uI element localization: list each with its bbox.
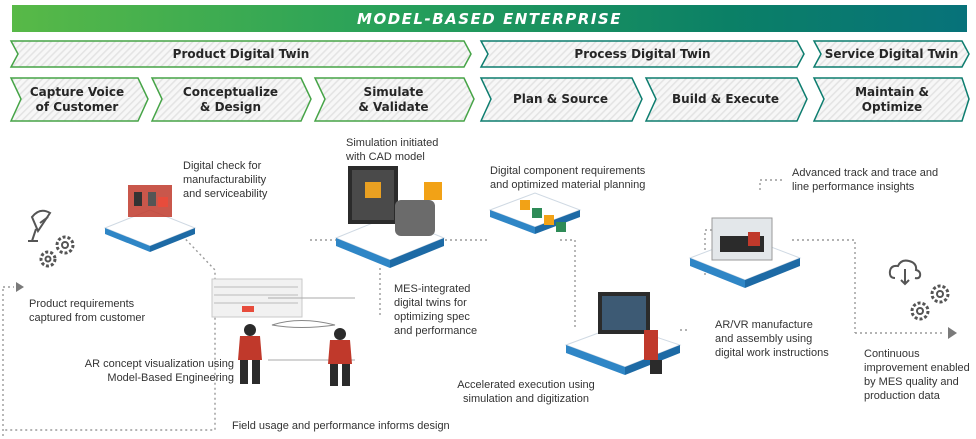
note-mes-line2: digital twins for: [394, 297, 467, 309]
platform-plan: [488, 192, 582, 234]
note-simulation-line1: Simulation initiated: [346, 137, 439, 149]
note-continuous-line3: by MES quality and: [864, 376, 959, 388]
note-product-req: Product requirements captured from custo…: [29, 297, 169, 325]
gear-icon: [39, 250, 57, 268]
stage-build-chevron: [644, 77, 808, 122]
stage-conceptualize-label: Conceptualize & Design: [160, 78, 301, 121]
flow-arrow-left: [16, 282, 24, 292]
note-arvr-line3: digital work instructions: [715, 347, 829, 359]
banner-title: MODEL-BASED ENTERPRISE: [357, 9, 622, 28]
note-digital-check-line2: manufacturability: [183, 174, 267, 186]
stage-simulate-chevron: [313, 77, 475, 122]
note-simulation: Simulation initiated with CAD model: [346, 136, 466, 164]
chevron-backgrounds: [9, 40, 970, 122]
stage-plan-label: Plan & Source: [513, 92, 608, 106]
stage-simulate-label: Simulate & Validate: [323, 78, 464, 121]
note-mes-line4: and performance: [394, 325, 478, 337]
stage-build-label: Build & Execute: [672, 92, 779, 106]
note-component-line1: Digital component requirements: [490, 165, 646, 177]
note-mes-line1: MES-integrated: [394, 283, 471, 295]
banner: MODEL-BASED ENTERPRISE: [12, 5, 967, 32]
ar-concept-illustration: [211, 278, 355, 386]
note-product-req-line2: captured from customer: [29, 312, 146, 324]
note-mes-integrated: MES-integrated digital twins for optimiz…: [394, 282, 504, 338]
note-simulation-line2: with CAD model: [346, 151, 425, 163]
gear-icon: [910, 301, 930, 321]
stage-capture-line1: Capture Voice: [29, 84, 125, 99]
platform-simulate: [334, 166, 446, 268]
note-track-line2: line performance insights: [792, 181, 915, 193]
stage-maintain-chevron: [812, 77, 970, 122]
twin-product-label: Product Digital Twin: [172, 46, 310, 61]
note-field-usage: Field usage and performance informs desi…: [232, 420, 450, 432]
stage-conceptualize-chevron: [150, 77, 312, 122]
twin-process-label: Process Digital Twin: [574, 46, 711, 61]
note-ar-concept: AR concept visualization using Model-Bas…: [64, 357, 234, 385]
platform-conceptualize: [103, 185, 197, 252]
stage-plan-chevron: [479, 77, 643, 122]
stage-conceptualize-line1: Conceptualize: [182, 84, 279, 99]
note-arvr-line2: and assembly using: [715, 333, 813, 345]
note-digital-check-line1: Digital check for: [183, 160, 262, 172]
note-ar-concept-line2: Model-Based Engineering: [107, 372, 234, 384]
note-track: Advanced track and trace and line perfor…: [792, 166, 962, 194]
note-accelerated-line2: simulation and digitization: [463, 393, 589, 405]
gear-icon: [930, 284, 950, 304]
platform-arvr: [688, 217, 802, 288]
note-digital-check-line3: and serviceability: [183, 188, 268, 200]
stage-maintain-line2: Optimize: [861, 99, 923, 114]
note-digital-check: Digital check for manufacturability and …: [183, 159, 293, 201]
gear-icon: [55, 235, 75, 255]
twin-service-label: Service Digital Twin: [824, 46, 959, 61]
note-continuous-line1: Continuous: [864, 348, 920, 360]
note-accelerated-line1: Accelerated execution using: [457, 379, 595, 391]
twin-product-chevron: [9, 40, 472, 68]
satellite-dish-icon: [28, 209, 52, 242]
twin-service-chevron: [812, 40, 970, 68]
flow-arrow-right: [948, 327, 957, 339]
note-mes-line3: optimizing spec: [394, 311, 470, 323]
note-ar-concept-line1: AR concept visualization using: [84, 358, 234, 370]
note-continuous: Continuous improvement enabled by MES qu…: [864, 347, 972, 403]
note-track-line1: Advanced track and trace and: [792, 167, 939, 179]
note-accelerated: Accelerated execution using simulation a…: [446, 378, 606, 406]
note-arvr: AR/VR manufacture and assembly using dig…: [715, 318, 845, 360]
stage-conceptualize-line2: & Design: [199, 99, 262, 114]
cloud-download-icon: [888, 259, 922, 286]
note-component: Digital component requirements and optim…: [490, 164, 660, 192]
note-continuous-line2: improvement enabled: [864, 362, 970, 374]
note-product-req-line1: Product requirements: [29, 298, 135, 310]
note-continuous-line4: production data: [864, 390, 940, 402]
twin-process-chevron: [479, 40, 805, 68]
stage-capture-chevron: [9, 77, 149, 122]
stage-maintain-label: Maintain & Optimize: [822, 78, 962, 121]
note-arvr-line1: AR/VR manufacture: [715, 319, 813, 331]
stage-simulate-line1: Simulate: [363, 84, 424, 99]
stage-capture-label: Capture Voice of Customer: [16, 78, 138, 121]
note-component-line2: and optimized material planning: [490, 179, 646, 191]
stage-maintain-line1: Maintain &: [855, 84, 929, 99]
stage-simulate-line2: & Validate: [358, 99, 429, 114]
platform-build: [564, 292, 682, 375]
stage-capture-line2: of Customer: [35, 99, 119, 114]
